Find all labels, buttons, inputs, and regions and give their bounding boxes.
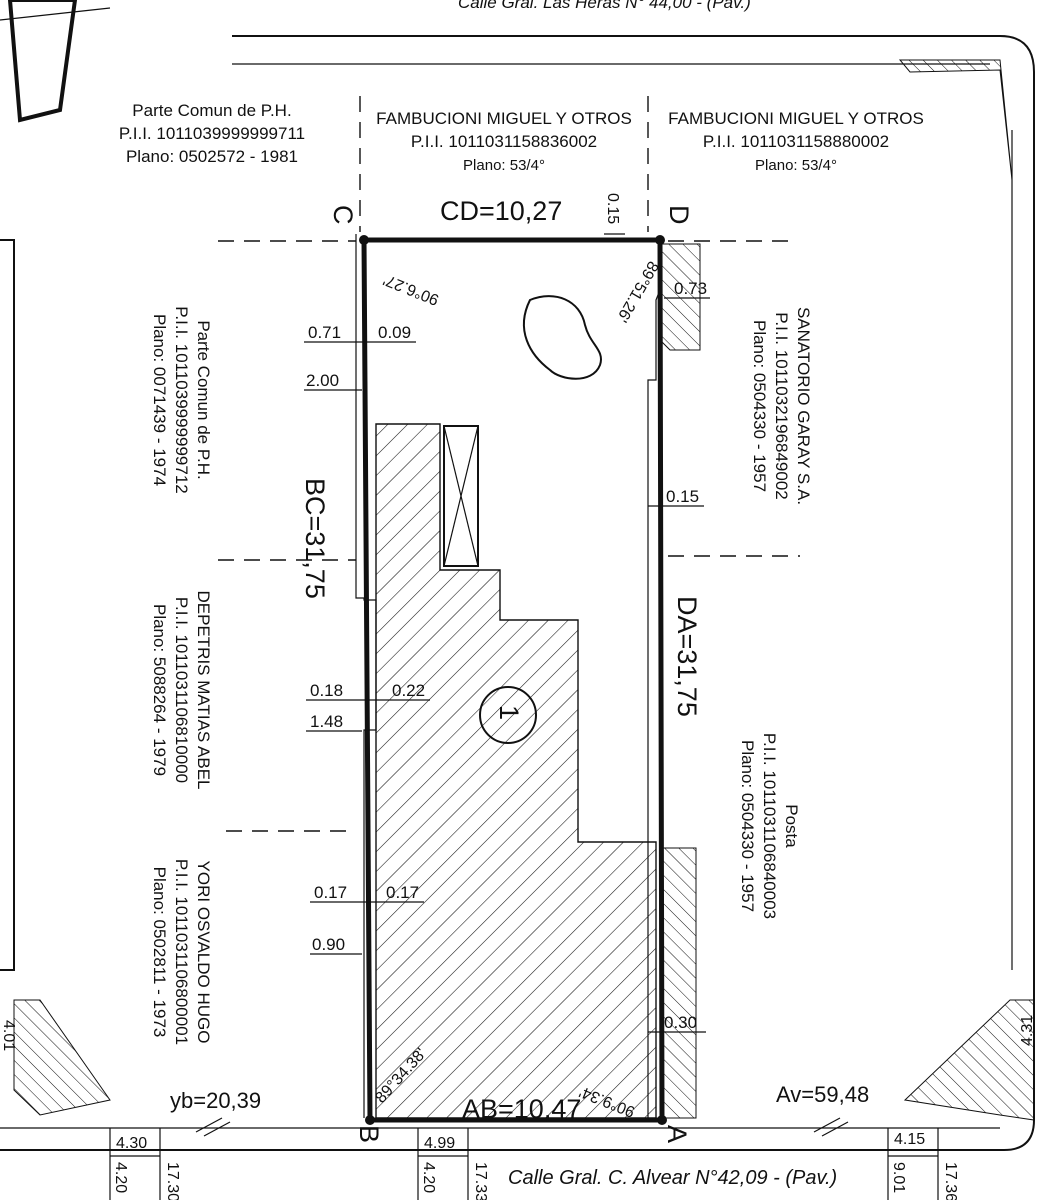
svg-text:P.I.I. 1011031106840003: P.I.I. 1011031106840003 — [760, 733, 779, 919]
vertex-a — [657, 1115, 667, 1125]
svg-text:P.I.I. 1011031158880002: P.I.I. 1011031158880002 — [703, 132, 889, 151]
angle-d: 89°51.26' — [613, 258, 661, 325]
side-ab: AB=10,47 — [462, 1094, 581, 1124]
break-mark-left-2 — [203, 1121, 231, 1137]
svg-text:P.I.I. 1011032196849002: P.I.I. 1011032196849002 — [772, 312, 791, 500]
distance-av: Av=59,48 — [776, 1082, 869, 1107]
neighbor-left-2: DEPETRIS MATIAS ABEL P.I.I. 101103110681… — [150, 590, 213, 789]
svg-text:Plano: 53/4°: Plano: 53/4° — [463, 157, 545, 174]
pool-shape — [522, 295, 602, 380]
vertex-d — [655, 235, 665, 245]
dim-071: 0.71 — [308, 323, 341, 342]
side-bc: BC=31,75 — [300, 478, 330, 599]
neighbor-top-right: FAMBUCIONI MIGUEL Y OTROS P.I.I. 1011031… — [668, 109, 924, 174]
corner-label-c: C — [328, 205, 358, 225]
neighbor-top-left: Parte Comun de P.H. P.I.I. 1011039999999… — [119, 101, 305, 166]
lot-number-circle — [479, 686, 537, 744]
corner-label-a: A — [662, 1125, 692, 1143]
block-outline — [0, 35, 1035, 1151]
neighbor-left-1: Parte Comun de P.H. P.I.I. 1011039999999… — [150, 306, 213, 494]
dim-073: 0.73 — [674, 279, 707, 298]
dim-148: 1.48 — [310, 712, 343, 731]
svg-text:Plano: 5088264 - 1979: Plano: 5088264 - 1979 — [150, 604, 169, 776]
dim-090: 0.90 — [312, 935, 345, 954]
svg-text:Parte Comun de P.H.: Parte Comun de P.H. — [132, 101, 291, 120]
frontage-f6: 17.33 — [472, 1162, 489, 1200]
angle-c: 90°6.27' — [381, 270, 442, 308]
dim-015-right: 0.15 — [666, 487, 699, 506]
svg-text:Plano: 0504330 - 1957: Plano: 0504330 - 1957 — [750, 320, 769, 492]
vertex-c — [359, 235, 369, 245]
frontage-f1: 4.30 — [116, 1135, 147, 1152]
svg-text:Plano: 0502572 - 1981: Plano: 0502572 - 1981 — [126, 147, 298, 166]
svg-text:Plano: 0071439 - 1974: Plano: 0071439 - 1974 — [150, 314, 169, 486]
svg-text:Plano: 0502811 - 1973: Plano: 0502811 - 1973 — [150, 867, 169, 1038]
svg-text:SANATORIO GARAY S.A.: SANATORIO GARAY S.A. — [794, 307, 813, 505]
corner-chamfer-bottom-right — [903, 999, 1035, 1121]
built-area — [375, 423, 657, 1119]
side-da: DA=31,75 — [672, 596, 702, 717]
neighbor-left-3: YORI OSVALDO HUGO P.I.I. 101103110680000… — [150, 859, 213, 1045]
neighbor-built-strip-bottom — [659, 847, 697, 1119]
frontage-f3: 17.30 — [164, 1162, 181, 1200]
svg-text:DEPETRIS MATIAS ABEL: DEPETRIS MATIAS ABEL — [194, 590, 213, 789]
dim-015-top: 0.15 — [604, 193, 621, 224]
break-mark-left — [195, 1117, 223, 1133]
dim-017a: 0.17 — [314, 883, 347, 902]
svg-text:FAMBUCIONI MIGUEL Y OTROS: FAMBUCIONI MIGUEL Y OTROS — [376, 109, 632, 128]
svg-text:P.I.I. 1011031106800001: P.I.I. 1011031106800001 — [172, 859, 191, 1045]
bottom-street-name: Calle Gral. C. Alvear N°42,09 - (Pav.) — [508, 1167, 837, 1189]
frontage-f9: 17.36 — [942, 1162, 959, 1200]
svg-text:P.I.I. 1011031158836002: P.I.I. 1011031158836002 — [411, 132, 597, 151]
lot-number: 1 — [494, 705, 524, 720]
block-outline-left — [0, 239, 15, 971]
dim-200: 2.00 — [306, 371, 339, 390]
neighbor-right-1: SANATORIO GARAY S.A. P.I.I. 101103219684… — [750, 307, 813, 505]
svg-text:YORI OSVALDO HUGO: YORI OSVALDO HUGO — [194, 861, 213, 1044]
neighbor-building-fragment — [7, 0, 78, 123]
dim-017b: 0.17 — [386, 883, 419, 902]
svg-text:P.I.I. 1011031106810000: P.I.I. 1011031106810000 — [172, 597, 191, 783]
svg-text:FAMBUCIONI MIGUEL Y OTROS: FAMBUCIONI MIGUEL Y OTROS — [668, 109, 924, 128]
svg-text:Plano: 53/4°: Plano: 53/4° — [755, 157, 837, 174]
svg-text:P.I.I. 1011039999999711: P.I.I. 1011039999999711 — [119, 124, 305, 143]
dim-030: 0.30 — [664, 1013, 697, 1032]
break-mark-right — [813, 1117, 841, 1133]
shaft-box — [443, 425, 479, 567]
vertex-b — [365, 1115, 375, 1125]
neighbor-top-middle: FAMBUCIONI MIGUEL Y OTROS P.I.I. 1011031… — [376, 109, 632, 174]
distance-yb: yb=20,39 — [170, 1088, 261, 1113]
frontage-f5: 4.20 — [420, 1162, 437, 1193]
side-cd: CD=10,27 — [440, 196, 562, 226]
dim-edge-left: 4.01 — [0, 1020, 17, 1051]
frontage-f2: 4.20 — [112, 1162, 129, 1193]
svg-text:P.I.I. 1011039999999712: P.I.I. 1011039999999712 — [172, 306, 191, 494]
corner-label-d: D — [664, 205, 694, 225]
dim-edge-right: 4.31 — [1019, 1015, 1036, 1046]
corner-label-b: B — [354, 1125, 384, 1143]
svg-text:Posta: Posta — [782, 804, 801, 848]
neighbor-right-2: Posta P.I.I. 1011031106840003 Plano: 050… — [738, 733, 801, 919]
fragment-line — [0, 7, 111, 21]
dim-022: 0.22 — [392, 681, 425, 700]
corner-chamfer-bottom-left — [13, 999, 111, 1116]
frontage-f8: 9.01 — [890, 1162, 907, 1193]
corner-chamfer-top-right — [898, 59, 1013, 181]
svg-text:Plano: 0504330 - 1957: Plano: 0504330 - 1957 — [738, 740, 757, 912]
top-street-name: Calle Gral. Las Heras N° 44,00 - (Pav.) — [458, 0, 751, 12]
dim-018: 0.18 — [310, 681, 343, 700]
svg-text:Parte Comun de P.H.: Parte Comun de P.H. — [194, 320, 213, 479]
dim-009: 0.09 — [378, 323, 411, 342]
frontage-f7: 4.15 — [894, 1131, 925, 1148]
shaft-cross-2 — [443, 425, 479, 567]
frontage-f4: 4.99 — [424, 1135, 455, 1152]
frontage-table — [109, 1128, 939, 1200]
break-mark-right-2 — [821, 1121, 849, 1137]
